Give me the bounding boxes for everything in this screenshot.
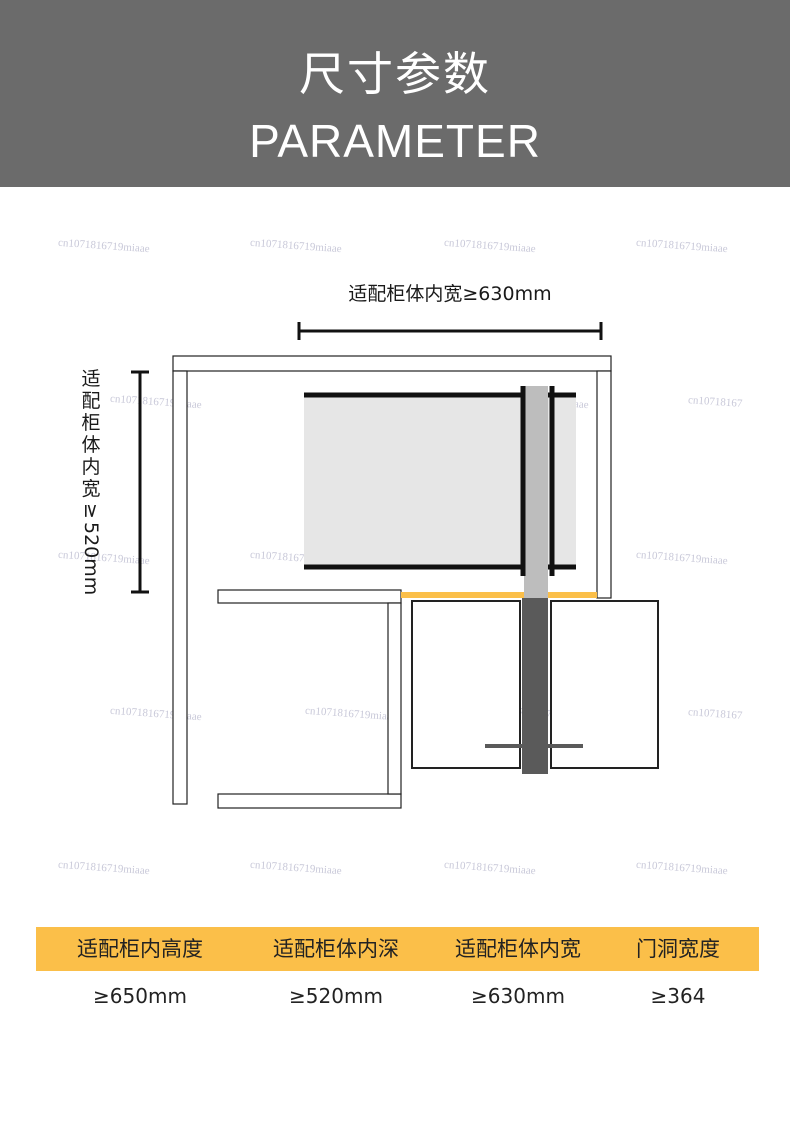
depth-label-char: 体 bbox=[81, 434, 101, 456]
parameter-table-header bbox=[36, 927, 759, 971]
cabinet-doors bbox=[411, 600, 659, 769]
depth-dimension-line bbox=[131, 370, 149, 594]
value-cell-door-width: ≥364 bbox=[650, 984, 706, 1008]
depth-label-char: 柜 bbox=[81, 412, 101, 434]
slide-rail bbox=[401, 592, 597, 598]
cabinet-diagram bbox=[131, 322, 659, 809]
depth-label-char: 宽 bbox=[81, 478, 101, 500]
cabinet-outline bbox=[172, 355, 612, 809]
header-cell-height: 适配柜内高度 bbox=[77, 937, 203, 961]
depth-dimension-label: 适 配 柜 体 内 宽 ≥ 520mm bbox=[78, 368, 104, 600]
header-cell-door-width: 门洞宽度 bbox=[636, 937, 720, 961]
width-dimension-label: 适配柜体内宽≥630mm bbox=[348, 283, 552, 305]
header-cell-depth: 适配柜体内深 bbox=[273, 937, 399, 961]
depth-label-char: 内 bbox=[81, 456, 101, 478]
depth-label-char: 适 bbox=[81, 368, 101, 390]
title-english: PARAMETER bbox=[249, 115, 541, 167]
value-cell-width: ≥630mm bbox=[471, 984, 565, 1008]
depth-label-symbol: ≥ bbox=[79, 503, 102, 519]
support-post bbox=[485, 386, 583, 774]
title-chinese: 尺寸参数 bbox=[299, 47, 491, 101]
header-cell-width: 适配柜体内宽 bbox=[455, 937, 581, 961]
depth-label-char: 配 bbox=[81, 390, 101, 412]
value-cell-height: ≥650mm bbox=[93, 984, 187, 1008]
width-dimension-line bbox=[297, 322, 603, 340]
header-banner: 尺寸参数 PARAMETER bbox=[0, 0, 790, 187]
depth-label-value: 520mm bbox=[80, 522, 102, 596]
value-cell-depth: ≥520mm bbox=[289, 984, 383, 1008]
